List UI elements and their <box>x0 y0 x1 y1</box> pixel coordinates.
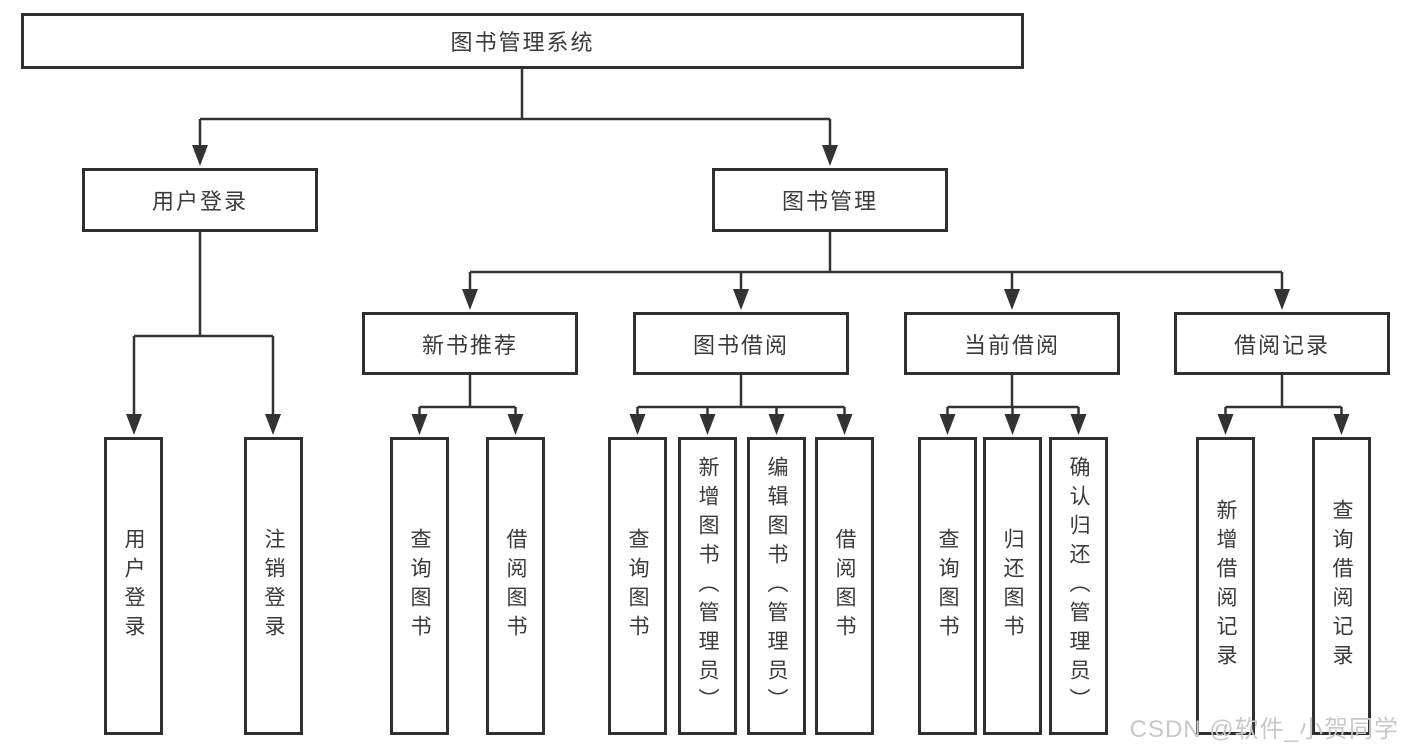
leaf-confirm-return-admin-label: 确认归还（管理员） <box>1067 455 1090 717</box>
leaf-query-books-borrowing-label: 查询图书 <box>626 528 649 644</box>
connector-bookborrow-to-leaves <box>636 375 846 416</box>
leaf-add-borrow-record: 新增借阅记录 <box>1196 437 1255 735</box>
leaf-logout-label: 注销登录 <box>262 528 285 644</box>
node-new-book-recommendation-label: 新书推荐 <box>421 332 518 358</box>
arrowhead <box>1070 414 1087 435</box>
arrowhead <box>836 414 853 435</box>
arrowhead <box>265 414 281 435</box>
node-book-borrowing: 图书借阅 <box>633 312 849 375</box>
arrowhead <box>1004 289 1020 310</box>
node-user-login: 用户登录 <box>82 168 318 232</box>
connector-records-to-leaves <box>1224 375 1343 416</box>
leaf-query-borrow-record: 查询借阅记录 <box>1312 437 1371 735</box>
leaf-add-borrow-record-label: 新增借阅记录 <box>1214 499 1237 673</box>
leaf-query-books-newbook: 查询图书 <box>390 437 449 735</box>
leaf-return-books: 归还图书 <box>983 437 1042 735</box>
leaf-borrow-books-newbook: 借阅图书 <box>486 437 545 735</box>
leaf-add-book-admin: 新增图书（管理员） <box>678 437 737 735</box>
arrowhead <box>733 289 749 310</box>
leaf-user-login: 用户登录 <box>104 437 163 735</box>
arrowhead <box>1274 289 1290 310</box>
node-book-borrowing-label: 图书借阅 <box>692 332 789 358</box>
arrowhead <box>192 145 208 166</box>
leaf-query-books-current-label: 查询图书 <box>936 528 959 644</box>
arrowheads <box>126 145 1350 435</box>
leaf-query-books-current: 查询图书 <box>918 437 977 735</box>
arrowhead <box>1217 414 1234 435</box>
leaf-borrow-books-borrowing-label: 借阅图书 <box>833 528 856 644</box>
leaf-query-books-borrowing: 查询图书 <box>608 437 667 735</box>
node-root: 图书管理系统 <box>21 13 1024 69</box>
arrowhead <box>699 414 716 435</box>
leaf-logout: 注销登录 <box>244 437 303 735</box>
node-book-management: 图书管理 <box>712 168 948 232</box>
leaf-borrow-books-borrowing: 借阅图书 <box>815 437 874 735</box>
leaf-add-book-admin-label: 新增图书（管理员） <box>696 455 719 717</box>
node-current-borrowing-label: 当前借阅 <box>963 332 1060 358</box>
connector-bookmgmt-to-level3 <box>468 232 1284 291</box>
leaf-user-login-label: 用户登录 <box>122 528 145 644</box>
arrowhead <box>629 414 646 435</box>
arrowhead <box>939 414 956 435</box>
node-user-login-label: 用户登录 <box>151 189 248 214</box>
arrowhead <box>507 414 524 435</box>
arrowhead <box>462 289 478 310</box>
connector-userlogin-to-leaves <box>132 232 275 416</box>
csdn-watermark: CSDN @软件_小贺同学 <box>1129 716 1399 743</box>
node-book-management-label: 图书管理 <box>781 189 878 214</box>
arrowhead <box>768 414 785 435</box>
node-borrowing-records: 借阅记录 <box>1174 312 1390 375</box>
leaf-return-books-label: 归还图书 <box>1001 528 1024 644</box>
arrowhead <box>1004 414 1021 435</box>
arrowhead <box>411 414 428 435</box>
leaf-edit-book-admin-label: 编辑图书（管理员） <box>765 455 788 717</box>
arrowhead <box>822 145 838 166</box>
leaf-confirm-return-admin: 确认归还（管理员） <box>1049 437 1108 735</box>
arrowhead <box>126 414 142 435</box>
connector-newbook-to-leaves <box>418 375 517 416</box>
arrowhead <box>1333 414 1350 435</box>
leaf-query-books-newbook-label: 查询图书 <box>408 528 431 644</box>
leaf-edit-book-admin: 编辑图书（管理员） <box>747 437 806 735</box>
leaf-query-borrow-record-label: 查询借阅记录 <box>1330 499 1353 673</box>
node-new-book-recommendation: 新书推荐 <box>362 312 578 375</box>
node-borrowing-records-label: 借阅记录 <box>1233 332 1330 358</box>
connector-currentborrow-to-leaves <box>946 375 1080 416</box>
node-current-borrowing: 当前借阅 <box>904 312 1120 375</box>
leaf-borrow-books-newbook-label: 借阅图书 <box>504 528 527 644</box>
connector-root-to-level2 <box>198 69 832 147</box>
node-root-label: 图书管理系统 <box>450 30 595 55</box>
